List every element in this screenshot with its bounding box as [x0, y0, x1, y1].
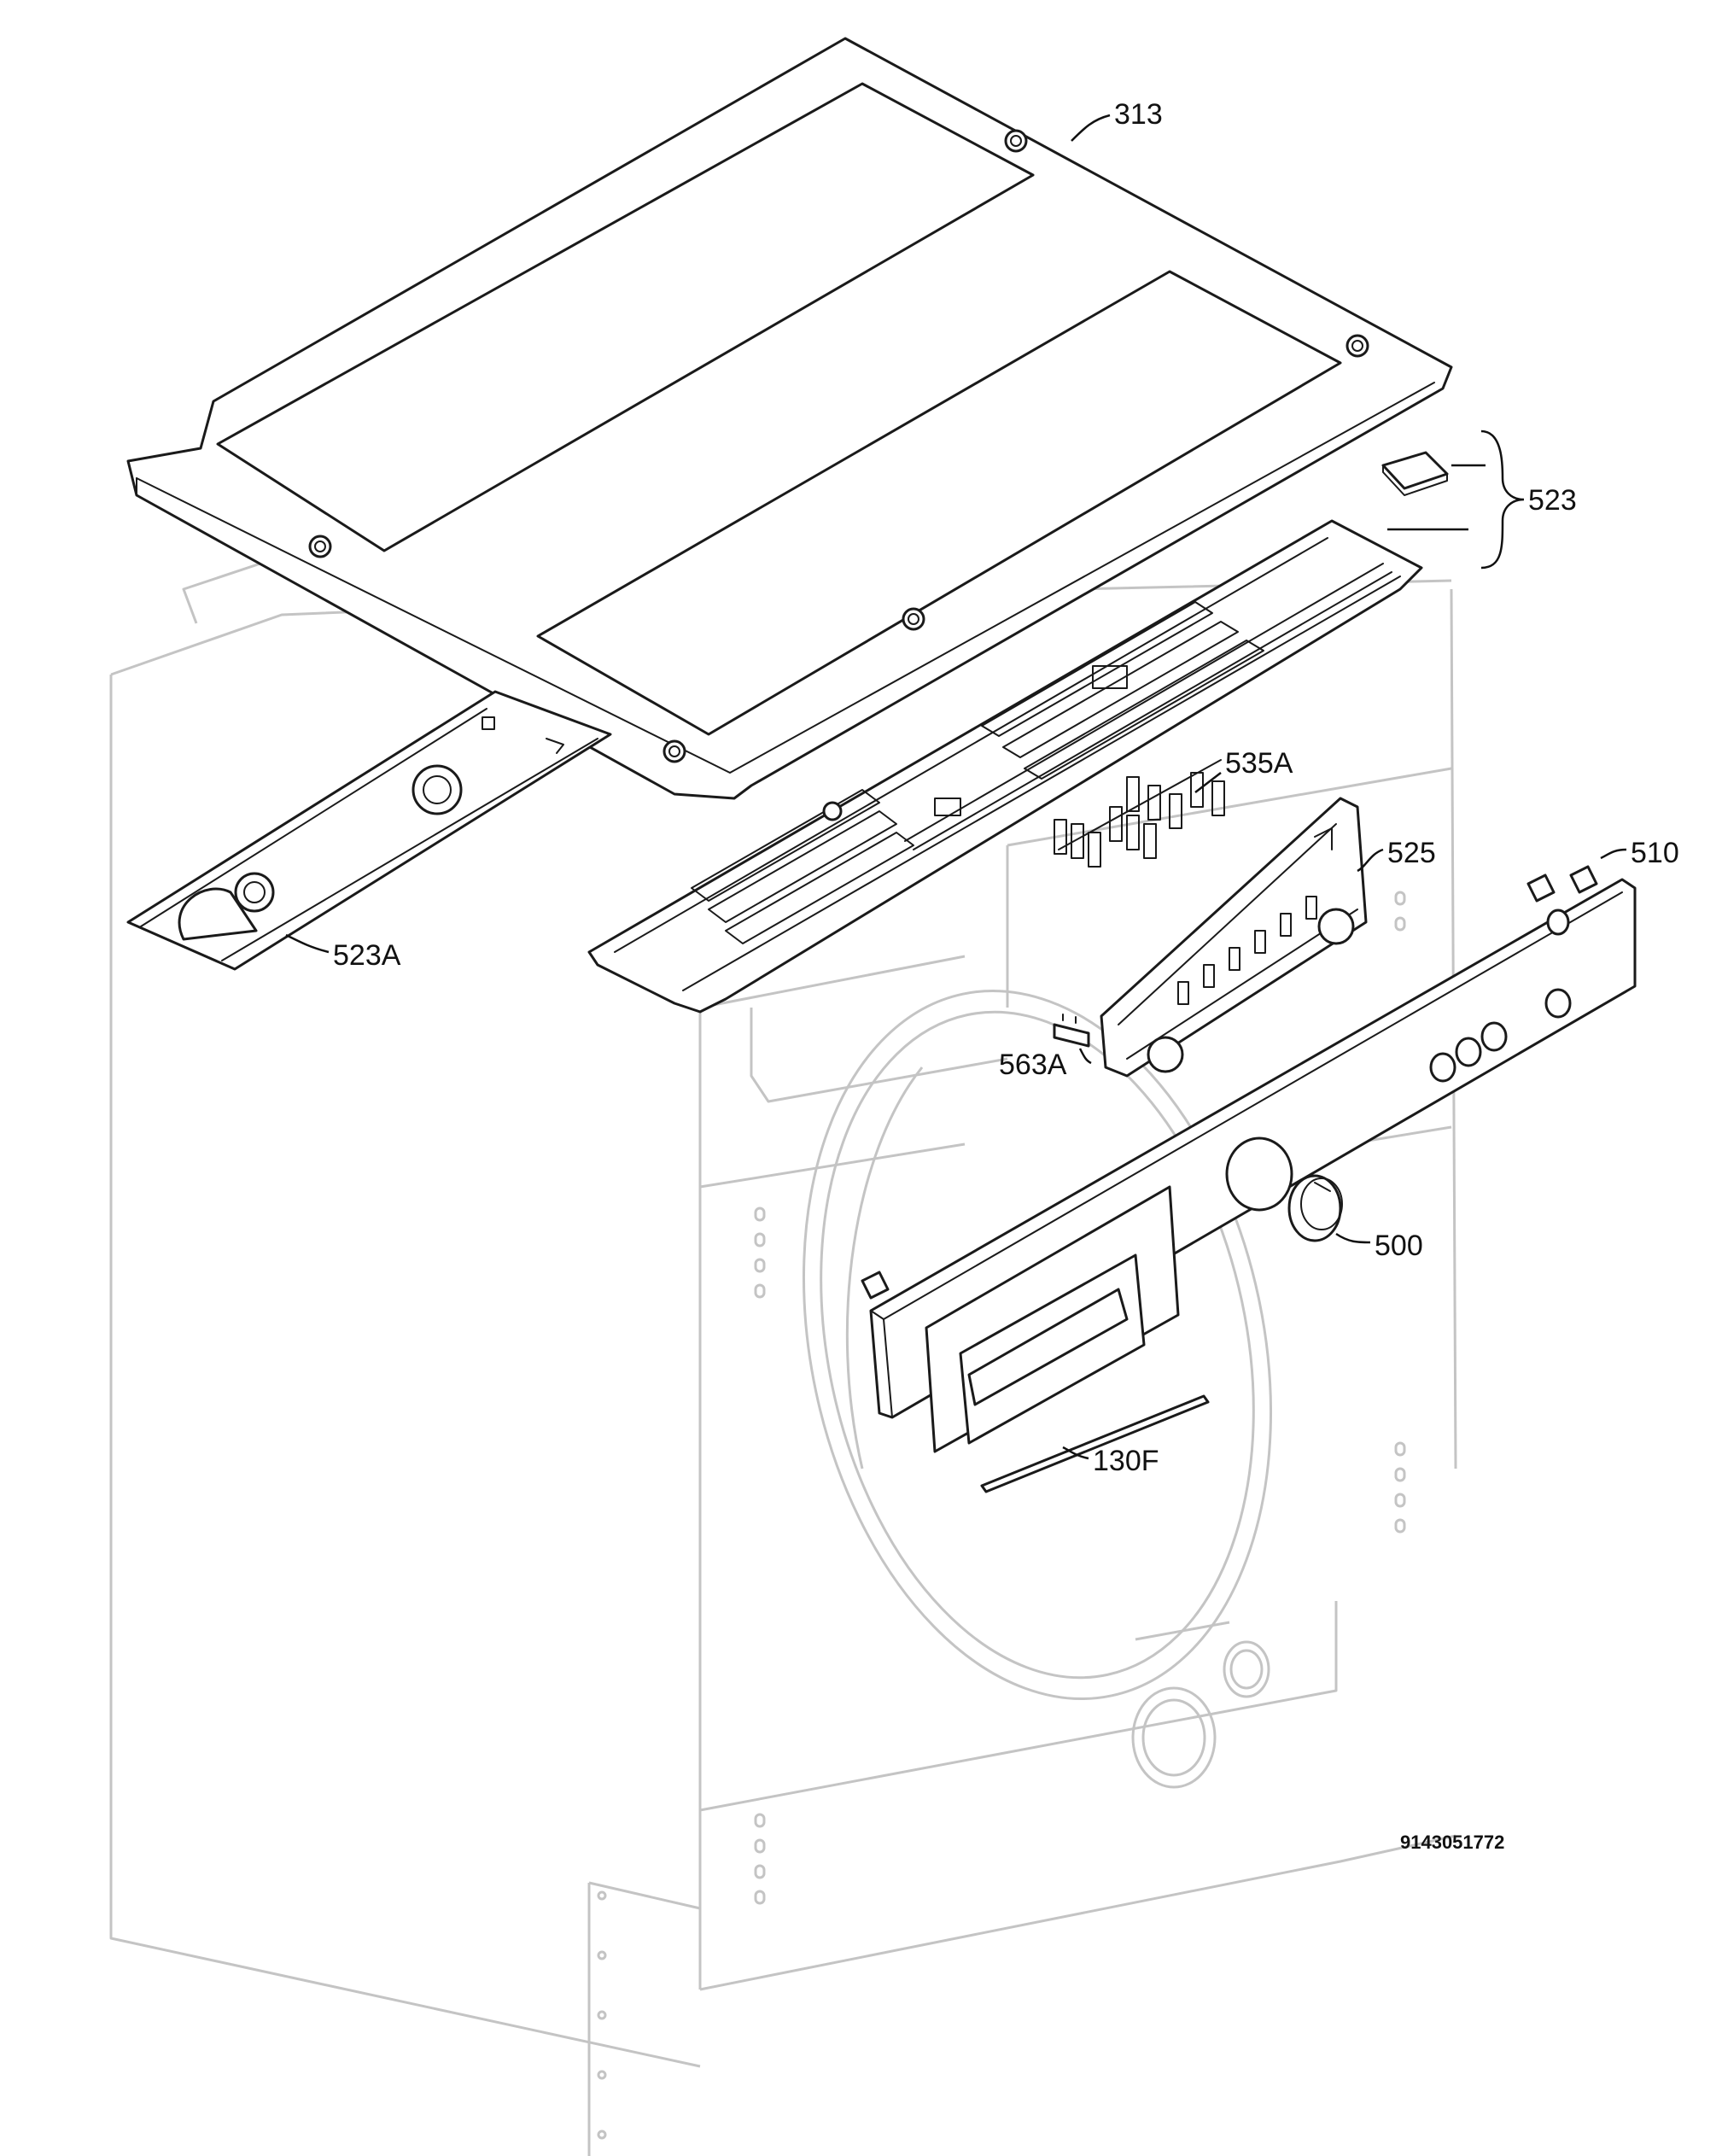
callout-563A: 563A — [999, 1049, 1067, 1081]
pcb-frame-525 — [1100, 797, 1368, 1078]
callout-523: 523 — [1528, 484, 1577, 517]
cabinet-outline — [109, 553, 1457, 2156]
callout-523A: 523A — [333, 939, 401, 972]
callout-535A: 535A — [1225, 747, 1293, 780]
upper-tray — [587, 519, 1423, 1014]
switch-assembly-535A — [1054, 759, 1225, 868]
callout-500: 500 — [1375, 1230, 1423, 1262]
callout-525: 525 — [1387, 837, 1436, 869]
top-cover-313 — [126, 37, 1453, 800]
callout-313: 313 — [1114, 98, 1163, 131]
light-strip-130F — [980, 1394, 1210, 1493]
side-holes — [754, 891, 1406, 1905]
connector-563A — [1053, 1014, 1090, 1048]
callout-130F: 130F — [1093, 1445, 1159, 1477]
knob-500 — [1287, 1174, 1343, 1242]
leader-lines — [285, 114, 1627, 1460]
control-panel-510 — [861, 865, 1637, 1453]
switch-cluster — [1054, 759, 1225, 868]
callout-labels: 313 523 535A 525 510 523A 563A 500 130F … — [333, 98, 1679, 1853]
callout-510: 510 — [1631, 837, 1679, 869]
document-number: 9143051772 — [1400, 1832, 1504, 1853]
rail-523A — [126, 690, 612, 971]
pad-523 — [1381, 451, 1449, 496]
